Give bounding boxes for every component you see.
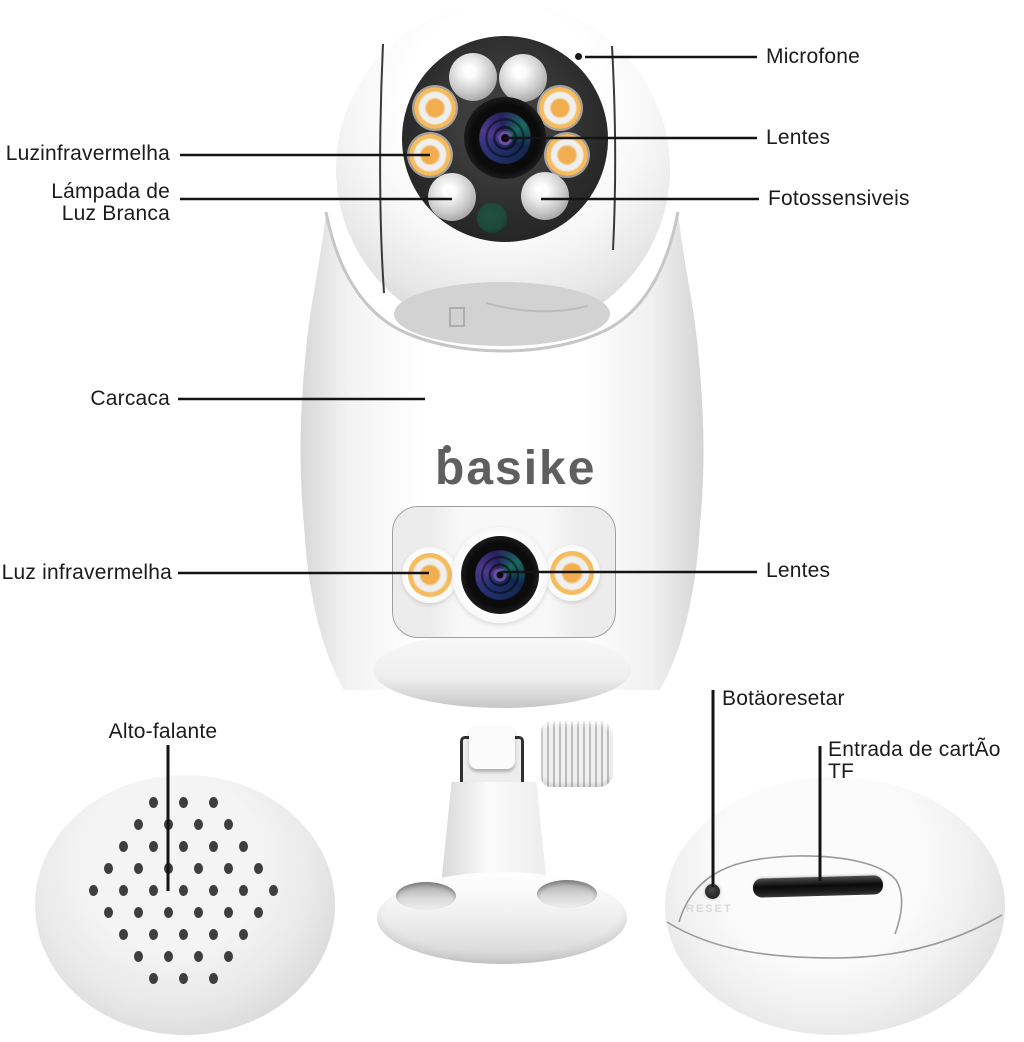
speaker-hole bbox=[223, 950, 233, 962]
speaker-hole bbox=[208, 796, 218, 808]
speaker-hole bbox=[238, 928, 248, 940]
label-microfone: Microfone bbox=[766, 45, 861, 68]
lens-iris bbox=[478, 111, 532, 165]
speaker-hole bbox=[178, 840, 188, 852]
speaker-hole bbox=[163, 906, 173, 918]
label-botao-resetar: Botäoresetar bbox=[722, 687, 845, 710]
speaker-hole bbox=[193, 862, 203, 874]
speaker-hole bbox=[178, 972, 188, 984]
ir-led-icon bbox=[409, 134, 451, 176]
speaker-hole bbox=[223, 906, 233, 918]
label-lentes-top: Lentes bbox=[766, 126, 831, 149]
microphone-hole-icon bbox=[575, 53, 582, 60]
speaker-hole bbox=[178, 884, 188, 896]
speaker-hole bbox=[118, 884, 128, 896]
housing-bottom-dome bbox=[373, 632, 631, 708]
speaker-hole bbox=[148, 796, 158, 808]
speaker-hole bbox=[148, 884, 158, 896]
tf-card-slot-icon bbox=[752, 875, 884, 898]
ir-led-icon bbox=[546, 134, 588, 176]
speaker-hole bbox=[193, 818, 203, 830]
speaker-hole bbox=[88, 884, 98, 896]
white-led-icon bbox=[449, 53, 497, 101]
speaker-hole bbox=[208, 972, 218, 984]
speaker-hole bbox=[268, 884, 278, 896]
white-led-icon bbox=[428, 173, 476, 221]
ir-led-icon bbox=[414, 87, 456, 129]
label-entrada-cartao-tf: Entrada de cartÃo TF bbox=[828, 738, 1001, 783]
speaker-hole bbox=[163, 818, 173, 830]
speaker-hole bbox=[193, 950, 203, 962]
speaker-hole bbox=[133, 906, 143, 918]
speaker-hole bbox=[223, 862, 233, 874]
brand-logo-dot bbox=[443, 445, 451, 453]
speaker-hole bbox=[118, 928, 128, 940]
speaker-hole bbox=[148, 972, 158, 984]
label-lentes-bottom: Lentes bbox=[766, 559, 831, 582]
label-lampada-luz-branca: Lámpada de Luz Branca bbox=[51, 180, 170, 225]
speaker-hole bbox=[208, 884, 218, 896]
speaker-hole bbox=[148, 840, 158, 852]
speaker-hole bbox=[163, 950, 173, 962]
speaker-hole bbox=[253, 906, 263, 918]
speaker-hole bbox=[253, 862, 263, 874]
main-lens-icon bbox=[464, 97, 546, 179]
lens-pupil bbox=[498, 131, 512, 145]
speaker-hole bbox=[163, 862, 173, 874]
mount-stem bbox=[441, 782, 547, 886]
speaker-hole bbox=[238, 884, 248, 896]
speaker-hole bbox=[148, 928, 158, 940]
speaker-hole bbox=[133, 818, 143, 830]
lens-pupil bbox=[493, 568, 507, 582]
speaker-hole bbox=[238, 840, 248, 852]
speaker-hole bbox=[103, 906, 113, 918]
speaker-hole bbox=[193, 906, 203, 918]
label-fotossensiveis: Fotossensiveis bbox=[768, 187, 910, 210]
label-alto-falante: Alto-falante bbox=[108, 720, 218, 743]
brand-logo: basike bbox=[435, 442, 597, 495]
white-led-icon bbox=[499, 54, 547, 102]
ir-led-icon bbox=[408, 553, 452, 597]
hinge-tab bbox=[469, 725, 515, 769]
light-sensor-icon bbox=[477, 203, 507, 233]
speaker-hole bbox=[103, 862, 113, 874]
ir-led-icon bbox=[539, 87, 581, 129]
label-luz-infravermelha-bottom: Luz infravermelha bbox=[1, 561, 172, 584]
speaker-ball bbox=[35, 775, 335, 1035]
white-led-icon bbox=[521, 172, 569, 220]
label-carcaca: Carcaca bbox=[90, 387, 170, 410]
base-screw-hole bbox=[537, 880, 597, 908]
speaker-hole bbox=[208, 928, 218, 940]
speaker-hole bbox=[178, 928, 188, 940]
label-luz-infravermelha-top: Luzinfravermelha bbox=[5, 142, 170, 165]
speaker-hole bbox=[133, 862, 143, 874]
lens-iris bbox=[475, 550, 525, 600]
reset-embossed-text: RESET bbox=[686, 903, 733, 915]
speaker-grille bbox=[85, 790, 281, 990]
base-screw-hole bbox=[396, 882, 456, 910]
ir-led-icon bbox=[550, 551, 594, 595]
speaker-hole bbox=[178, 796, 188, 808]
reset-button-icon bbox=[705, 884, 720, 899]
speaker-hole bbox=[208, 840, 218, 852]
speaker-hole bbox=[133, 950, 143, 962]
speaker-hole bbox=[118, 840, 128, 852]
speaker-hole bbox=[223, 818, 233, 830]
secondary-lens-icon bbox=[461, 536, 539, 614]
adjustment-knob bbox=[541, 721, 613, 787]
